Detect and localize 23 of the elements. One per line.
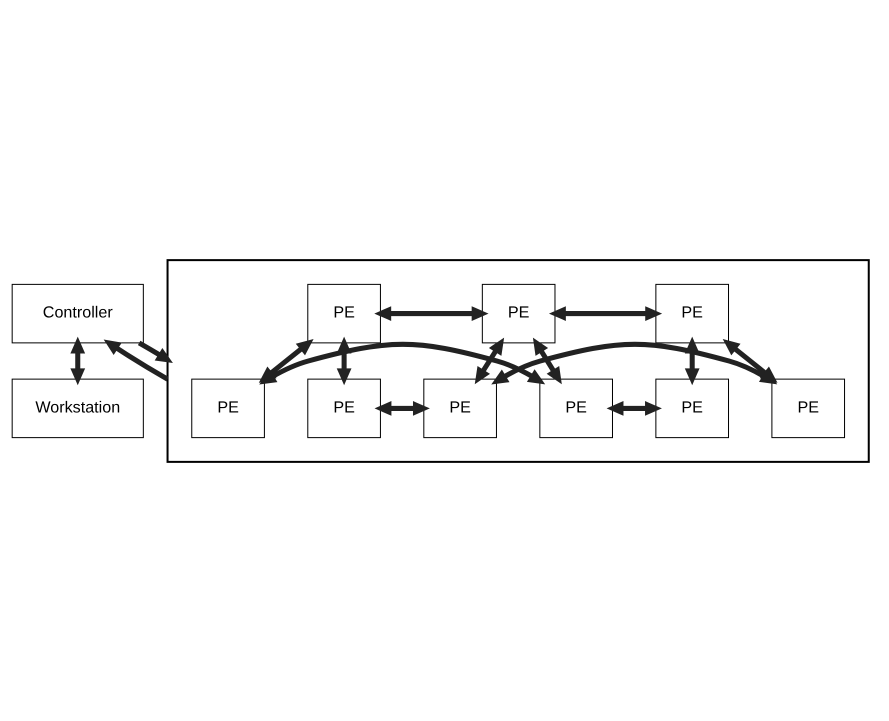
node-box: PE xyxy=(655,378,730,438)
arrow xyxy=(548,306,662,320)
arrow xyxy=(138,340,173,363)
cluster xyxy=(166,258,870,462)
arrow xyxy=(374,306,489,320)
arrow xyxy=(532,337,562,384)
arrow xyxy=(374,400,430,416)
node-box: PE xyxy=(655,283,730,343)
arrow xyxy=(70,336,86,385)
node-box: PE xyxy=(423,378,497,438)
arrow xyxy=(474,337,504,384)
node-box: Controller xyxy=(12,283,144,343)
node-box: PE xyxy=(771,378,846,438)
node-box: PE xyxy=(482,283,556,343)
arrow xyxy=(606,400,662,416)
node-box: PE xyxy=(307,283,381,343)
node-box: PE xyxy=(539,378,613,438)
arrow xyxy=(336,336,352,385)
arrow xyxy=(258,338,314,382)
node-box: Workstation xyxy=(12,378,144,438)
node-box: PE xyxy=(191,378,265,438)
arrow xyxy=(104,338,169,381)
node-box: PE xyxy=(307,378,381,438)
